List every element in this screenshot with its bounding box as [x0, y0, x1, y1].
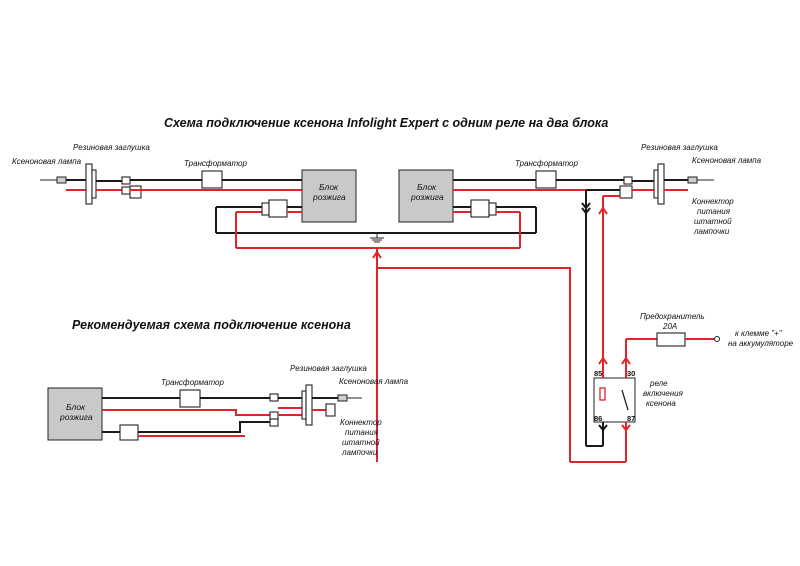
relay-label-2: включения [643, 389, 684, 398]
connector-label-right-4: лампочки [693, 227, 730, 236]
ignition-block-right-label-1: Блок [417, 182, 437, 192]
xenon-lamp-label-left: Ксеноновая лампа [12, 157, 82, 166]
relay-label-1: реле [649, 379, 668, 388]
ground-icon [370, 233, 384, 243]
ignition-block-recommended-label-2: розжига [59, 412, 93, 422]
relay: 85 30 86 87 реле включения ксенона [593, 369, 684, 423]
xenon-lamp-right [687, 176, 698, 184]
transformer-right [535, 170, 557, 189]
battery-label-2: на аккумуляторе [728, 339, 794, 348]
connector-right [619, 185, 633, 199]
fuse [656, 332, 686, 347]
connector-left [129, 185, 142, 199]
xenon-lamp-label-recommended: Ксеноновая лампа [339, 377, 409, 386]
power-connector-right [470, 199, 490, 218]
transformer-left [201, 170, 223, 189]
fuse-rating-label: 20А [662, 322, 677, 331]
xenon-lamp-label-right: Ксеноновая лампа [692, 156, 762, 165]
transformer-label-recommended: Трансформатор [161, 378, 224, 387]
connector-label-right-3: штатной [694, 217, 732, 226]
ignition-block-recommended [47, 387, 103, 441]
xenon-lamp-recommended [337, 394, 348, 402]
ignition-block-right-label-2: розжига [410, 192, 444, 202]
transformer-label-right: Трансформатор [515, 159, 578, 168]
relay-label-3: ксенона [646, 399, 676, 408]
relay-pin-87: 87 [627, 414, 635, 423]
fuse-label: Предохранитель [640, 312, 705, 321]
rubber-plug-left [85, 163, 93, 205]
ignition-block-right [398, 169, 454, 223]
ignition-block-left-label-1: Блок [319, 182, 339, 192]
transformer-recommended [179, 389, 201, 408]
rubber-plug-right [657, 163, 665, 205]
rubber-plug-label-right: Резиновая заглушка [641, 143, 718, 152]
diagram-title: Схема подключение ксенона Infolight Expe… [164, 116, 608, 130]
battery-terminal-icon [714, 336, 720, 342]
battery-label-1: к клемме "+" [735, 329, 783, 338]
power-connector-left [268, 199, 288, 218]
ignition-block-left [301, 169, 357, 223]
xenon-lamp-left [56, 176, 67, 184]
ignition-block-recommended-label-1: Блок [66, 402, 86, 412]
connector-label-right-1: Коннектор [692, 197, 734, 206]
connector-label-rec-1: Коннектор [340, 418, 382, 427]
right-lamp-assembly: Резиновая заглушка Ксеноновая лампа Конн… [619, 143, 762, 236]
connector-label-rec-2: питания [345, 428, 379, 437]
rubber-plug-label-left: Резиновая заглушка [73, 143, 150, 152]
connector-recommended [325, 403, 336, 417]
power-connector-recommended [119, 424, 139, 441]
rubber-plug-recommended [305, 384, 313, 426]
connector-label-rec-4: лампочки [341, 448, 378, 457]
rubber-plug-label-recommended: Резиновая заглушка [290, 364, 367, 373]
relay-pin-86: 86 [594, 414, 602, 423]
connector-label-rec-3: штатной [342, 438, 380, 447]
recommended-title: Рекомендуемая схема подключение ксенона [72, 318, 351, 332]
ignition-block-left-label-2: розжига [312, 192, 346, 202]
left-lamp-assembly: Ксеноновая лампа Резиновая заглушка [12, 143, 150, 205]
relay-pin-85: 85 [594, 369, 602, 378]
connector-label-right-2: питания [697, 207, 731, 216]
transformer-label-left: Трансформатор [184, 159, 247, 168]
relay-pin-30: 30 [627, 369, 635, 378]
